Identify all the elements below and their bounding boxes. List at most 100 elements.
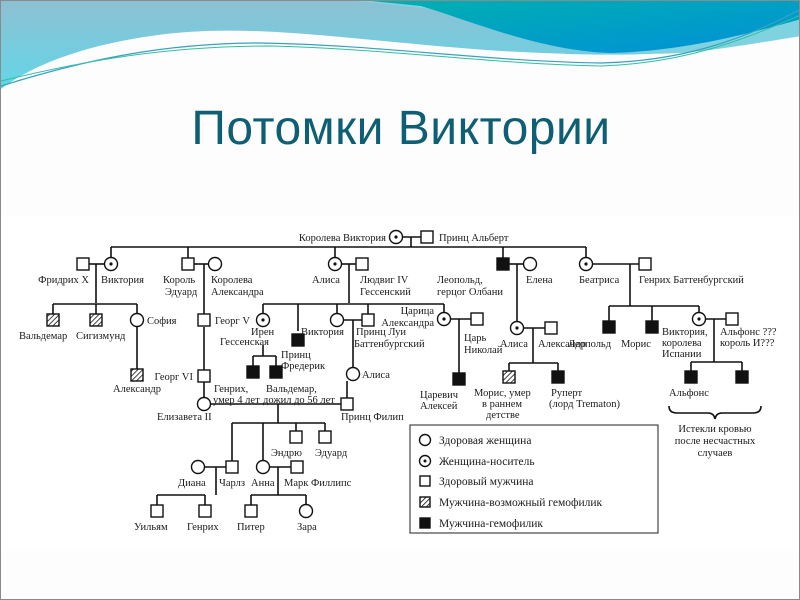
- possible-hemophiliac-male-icon: [46, 313, 60, 327]
- hemophiliac-male-icon: [684, 370, 698, 384]
- label-alfonso-king-1: Альфонс ???: [720, 327, 777, 338]
- label-sofia: София: [147, 316, 177, 327]
- person-victoria-daughter[interactable]: Виктория: [101, 256, 144, 287]
- label-maurice-3: детстве: [486, 410, 520, 421]
- person-beatrice[interactable]: Беатриса: [578, 256, 620, 287]
- person-sigismund[interactable]: Сигизмунд: [76, 313, 126, 342]
- person-diana[interactable]: Диана: [178, 459, 206, 490]
- person-tsarina-alexandra[interactable]: Царица Александра: [381, 306, 452, 329]
- healthy-female-icon: [298, 503, 314, 519]
- person-henry-battenberg[interactable]: Генрих Баттенбургский: [638, 257, 744, 286]
- label-leopold-b: Леопольд: [568, 339, 612, 350]
- couple-leopold-elena: [509, 263, 523, 321]
- healthy-male-icon: [197, 369, 211, 383]
- person-prince-philip[interactable]: Принц Филип: [340, 397, 404, 423]
- person-prince-louis[interactable]: Принц Луи Баттенбургский: [354, 313, 425, 350]
- lines-beatrice-children: [608, 305, 743, 371]
- person-waldemar[interactable]: Вальдемар: [19, 313, 67, 342]
- person-andrew[interactable]: Эндрю: [271, 430, 303, 459]
- person-ludwig-iv[interactable]: Людвиг IV Гессенский: [355, 257, 411, 298]
- person-friedrich-x[interactable]: Фридрих X: [38, 257, 90, 286]
- label-victoria-hesse: Виктория: [301, 327, 344, 338]
- label-maurice-1: Морис, умер: [474, 388, 531, 399]
- hemophiliac-male-icon: [419, 517, 431, 529]
- label-henry-battenberg: Генрих Баттенбургский: [639, 275, 744, 286]
- person-victoria-hesse[interactable]: Виктория: [301, 312, 345, 339]
- label-henry-hesse-2: умер 4 лет: [213, 395, 260, 406]
- legend-label: Здоровая женщина: [439, 435, 531, 447]
- person-alfonso-king[interactable]: Альфонс ??? король И???: [720, 312, 777, 349]
- label-victoria-spain-3: Испании: [662, 349, 702, 360]
- legend-label: Женщина-носитель: [439, 456, 535, 468]
- person-maurice-teck[interactable]: Морис, умер в раннем детстве: [474, 370, 531, 421]
- couple-alice-ludwig: [342, 263, 356, 303]
- person-tsar-nicholas[interactable]: Царь Николай: [464, 312, 503, 356]
- person-mark-phillips[interactable]: Марк Филлипс: [284, 460, 352, 489]
- label-peter: Питер: [237, 522, 265, 533]
- person-prince-albert[interactable]: Принц Альберт: [420, 230, 509, 244]
- label-diana: Диана: [178, 478, 206, 489]
- couple-diana-charles: [156, 466, 226, 505]
- person-queen-alexandra[interactable]: Королева Александра: [207, 256, 264, 299]
- person-tsarevich-alexei[interactable]: Царевич Алексей: [420, 372, 466, 412]
- legend-item-healthy-female: Здоровая женщина: [418, 433, 531, 447]
- healthy-female-icon: [418, 433, 432, 447]
- person-george-v[interactable]: Георг V: [197, 313, 250, 327]
- label-maurice-b: Морис: [621, 339, 651, 350]
- person-alfonso-son[interactable]: Альфонс: [669, 370, 709, 399]
- person-prince-frederick[interactable]: Принц Фредерик: [281, 333, 326, 372]
- label-ludwig-1: Людвиг IV: [360, 275, 409, 286]
- label-alfonso-king-2: король И???: [720, 338, 775, 349]
- person-edward[interactable]: Эдуард: [315, 430, 348, 459]
- person-sofia[interactable]: София: [129, 312, 177, 328]
- person-victoria-spain[interactable]: Виктория, королева Испании: [662, 311, 708, 361]
- person-george-vi[interactable]: Георг VI: [155, 369, 211, 383]
- label-rupert-2: (лорд Trematon): [549, 399, 621, 410]
- healthy-male-icon: [340, 397, 354, 411]
- person-gonzalo[interactable]: [735, 370, 749, 384]
- couple-beatrice-henry: [593, 263, 639, 306]
- person-queen-victoria[interactable]: Королева Виктория: [299, 229, 404, 245]
- legend-item-possible-hemophiliac: Мужчина-возможный гемофилик: [419, 496, 602, 509]
- person-peter[interactable]: Питер: [237, 504, 265, 533]
- person-william[interactable]: Уильям: [134, 504, 168, 533]
- label-frederick-1: Принц: [281, 350, 311, 361]
- person-charles[interactable]: Чарлз: [219, 460, 245, 489]
- healthy-male-icon: [289, 430, 303, 444]
- person-harry[interactable]: Генрих: [187, 504, 219, 533]
- healthy-male-icon: [361, 313, 375, 327]
- person-leopold-duke-albany[interactable]: Леопольд, герцог Олбани: [437, 257, 510, 298]
- label-leopold-2: герцог Олбани: [437, 287, 503, 298]
- label-king-edward-1: Король: [163, 275, 195, 286]
- person-king-edward[interactable]: Король Эдуард: [163, 257, 198, 298]
- healthy-male-icon: [244, 504, 258, 518]
- couple-edward-alexandra: [194, 263, 208, 314]
- carrier-dot: [261, 318, 265, 322]
- person-elena[interactable]: Елена: [522, 256, 553, 287]
- person-waldemar-prussia[interactable]: Вальдемар, дожил до 56 лет: [263, 365, 335, 406]
- person-maurice-battenberg[interactable]: Морис: [621, 320, 659, 350]
- person-irene-hesse[interactable]: Ирен Гессенская: [220, 312, 274, 349]
- legend-box: [409, 424, 659, 534]
- person-alice-albany[interactable]: Алиса: [500, 320, 528, 351]
- pedigree-chart: Королева Виктория Принц Альберт Фридрих …: [1, 216, 799, 551]
- healthy-male-icon: [198, 504, 212, 518]
- healthy-male-icon: [76, 257, 90, 271]
- label-prince-philip: Принц Филип: [341, 412, 404, 423]
- person-henry-hesse[interactable]: Генрих, умер 4 лет: [213, 365, 260, 406]
- person-leopold-battenberg[interactable]: Леопольд: [568, 320, 616, 350]
- healthy-female-icon: [329, 312, 345, 328]
- label-alexander-athlone: Александр: [538, 339, 586, 350]
- carrier-dot: [333, 262, 337, 266]
- person-elizabeth-ii[interactable]: Елизавета II: [157, 396, 212, 424]
- label-george-v: Георг V: [215, 316, 250, 327]
- person-zara[interactable]: Зара: [297, 503, 317, 534]
- person-anne[interactable]: Анна: [251, 459, 275, 490]
- person-alice-battenberg[interactable]: Алиса: [345, 366, 391, 382]
- person-rupert-trematon[interactable]: Руперт (лорд Trematon): [549, 370, 621, 410]
- person-alexander-athlone[interactable]: Александр: [538, 321, 586, 350]
- person-alexander-greece[interactable]: Александр: [113, 368, 161, 395]
- slide-title: Потомки Виктории: [191, 102, 611, 155]
- person-alice[interactable]: Алиса: [312, 256, 343, 287]
